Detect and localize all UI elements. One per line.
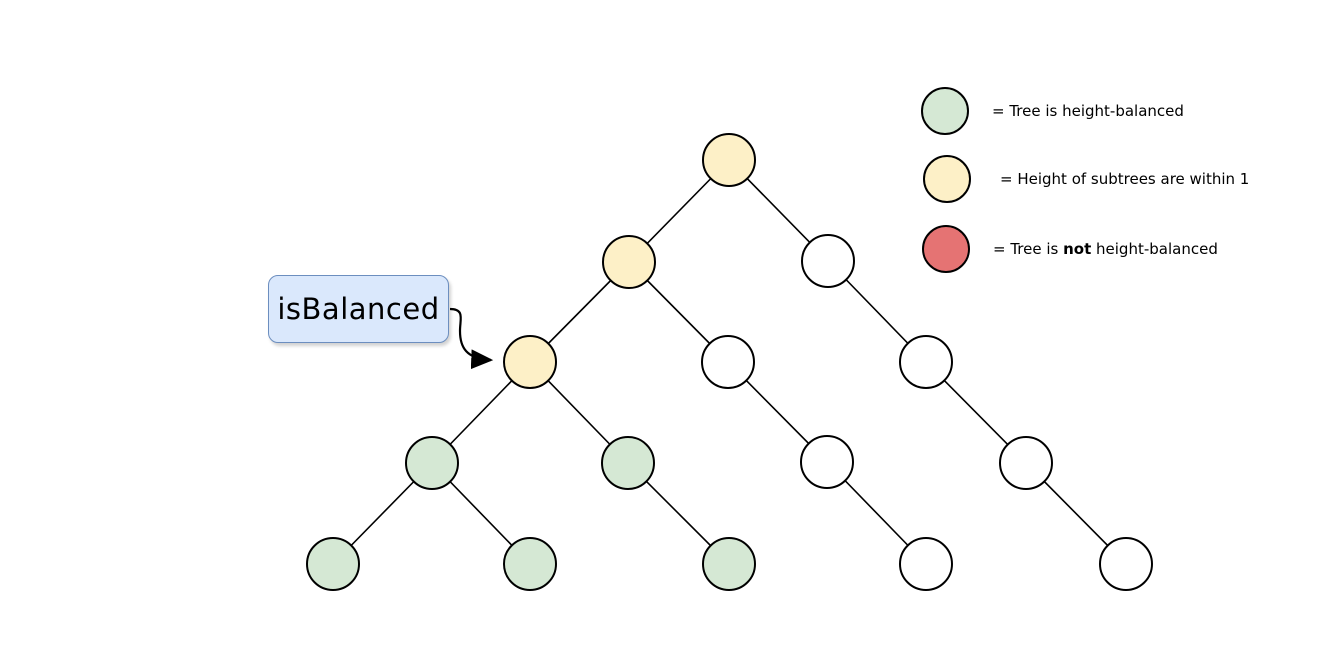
tree-node-n5-unvisited — [899, 335, 953, 389]
tree-node-n9-unvisited — [999, 436, 1053, 490]
tree-nodes-layer — [306, 133, 1153, 591]
legend-label-not-balanced-prefix: = Tree is — [993, 240, 1064, 258]
not-balanced-swatch-icon — [922, 225, 970, 273]
tree-node-n8-unvisited — [800, 435, 854, 489]
tree-node-n12-balanced — [702, 537, 756, 591]
tree-node-n7-balanced — [601, 436, 655, 490]
legend-label-balanced: = Tree is height-balanced — [992, 102, 1184, 120]
tree-node-n14-unvisited — [1099, 537, 1153, 591]
isbalanced-label-text: isBalanced — [277, 292, 440, 326]
tree-node-n13-unvisited — [899, 537, 953, 591]
legend-item-within1: = Height of subtrees are within 1 — [923, 155, 1249, 203]
tree-node-n11-balanced — [503, 537, 557, 591]
legend-label-not-balanced: = Tree is not height-balanced — [993, 240, 1218, 258]
legend-label-within1: = Height of subtrees are within 1 — [1000, 170, 1250, 188]
legend-label-not-balanced-bold: not — [1063, 240, 1092, 258]
tree-node-n0-within1 — [702, 133, 756, 187]
tree-node-n6-balanced — [405, 436, 459, 490]
tree-node-n3-within1 — [503, 335, 557, 389]
tree-node-n4-unvisited — [701, 335, 755, 389]
isbalanced-label: isBalanced — [268, 275, 449, 343]
tree-node-n10-balanced — [306, 537, 360, 591]
tree-node-n1-within1 — [602, 235, 656, 289]
tree-node-n2-unvisited — [801, 234, 855, 288]
isbalanced-arrow — [449, 307, 494, 370]
legend-item-balanced: = Tree is height-balanced — [921, 87, 1184, 135]
balanced-swatch-icon — [921, 87, 969, 135]
legend-item-not-balanced: = Tree is not height-balanced — [922, 225, 1218, 273]
within1-swatch-icon — [923, 155, 971, 203]
legend-label-not-balanced-suffix: height-balanced — [1091, 240, 1218, 258]
